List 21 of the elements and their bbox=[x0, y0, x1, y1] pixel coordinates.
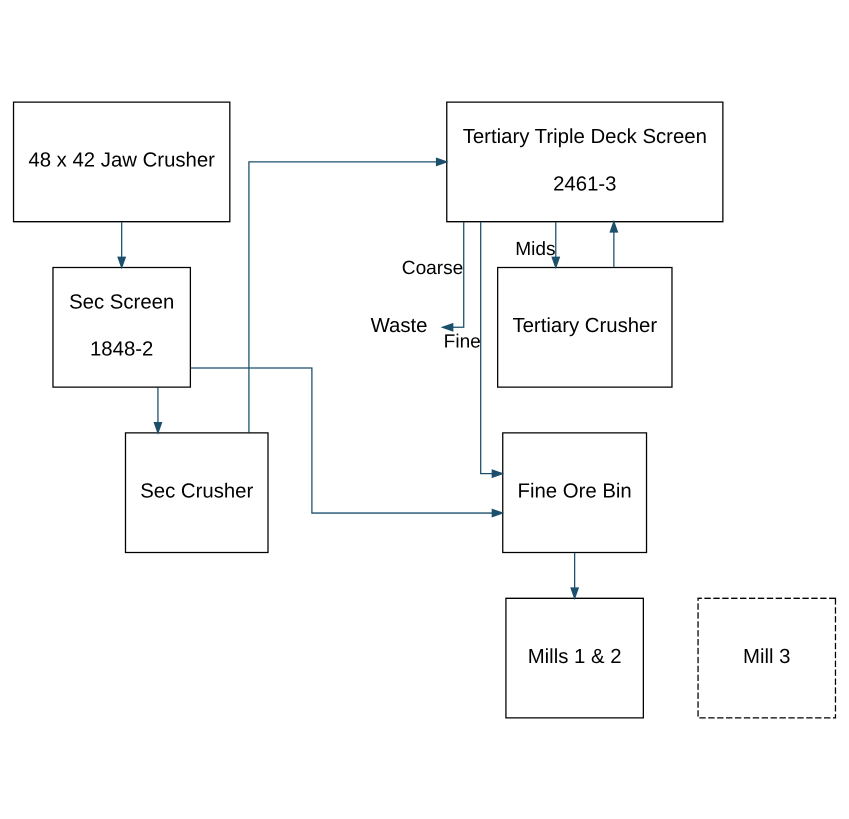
arrow bbox=[480, 222, 504, 478]
node-box: Sec Crusher bbox=[124, 432, 269, 553]
arrow bbox=[153, 386, 162, 434]
arrow bbox=[190, 366, 504, 518]
node-text: Waste bbox=[370, 314, 428, 337]
node-box: Fine Ore Bin bbox=[502, 432, 648, 553]
arrow bbox=[117, 222, 126, 269]
node-box: 48 x 42 Jaw Crusher bbox=[12, 100, 230, 222]
arrow bbox=[440, 222, 464, 332]
node-box: Tertiary Crusher bbox=[497, 266, 673, 388]
arrow bbox=[551, 222, 560, 269]
node-box: Sec Screen 1848-2 bbox=[52, 266, 192, 388]
node-box: Mill 3 bbox=[697, 597, 836, 718]
arrow bbox=[248, 156, 449, 432]
arrow bbox=[570, 552, 580, 600]
edge-label: Fine bbox=[444, 330, 481, 352]
node-box: Tertiary Triple Deck Screen 2461-3 bbox=[446, 100, 724, 222]
edge-label: Coarse bbox=[402, 257, 464, 278]
edge-label: Mids bbox=[515, 238, 556, 260]
node-box: Mills 1 & 2 bbox=[505, 597, 644, 718]
arrow bbox=[609, 219, 618, 267]
